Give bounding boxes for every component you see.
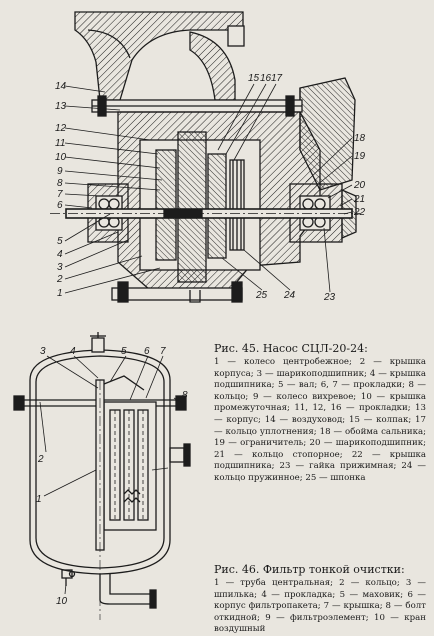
figure-46-legend: 1 — труба центральная; 2 — кольцо; 3 — ш… — [214, 578, 426, 635]
callout-14: 14 — [55, 81, 67, 92]
callout-18: 18 — [354, 133, 366, 144]
callout-6: 6 — [57, 200, 63, 211]
filter-callout-3: 3 — [40, 346, 46, 357]
filter-callout-10: 10 — [56, 596, 68, 607]
callout-11: 11 — [55, 138, 65, 149]
callout-21: 21 — [353, 194, 365, 205]
callout-19: 19 — [354, 151, 366, 162]
callout-12: 12 — [55, 123, 67, 134]
callout-20: 20 — [353, 180, 366, 191]
filter-callout-6: 6 — [144, 346, 150, 357]
callout-24: 24 — [283, 290, 296, 301]
callout-16: 16 — [260, 73, 272, 84]
figure-45-title: Рис. 45. Насос СЦЛ-20-24: — [214, 342, 368, 355]
filter-callout-1: 1 — [36, 494, 42, 505]
callout-23: 23 — [323, 292, 336, 303]
figure-46-title: Рис. 46. Фильтр тонкой очистки: — [214, 563, 405, 576]
callout-22: 22 — [353, 207, 366, 218]
filter-callout-8: 8 — [182, 390, 188, 401]
callout-7: 7 — [57, 189, 63, 200]
callout-17: 17 — [271, 73, 283, 84]
figure-46-caption: Рис. 46. Фильтр тонкой очистки: 1 — труб… — [214, 563, 426, 636]
callout-13: 13 — [55, 101, 67, 112]
filter-callout-4: 4 — [70, 346, 76, 357]
filter-callout-5: 5 — [121, 346, 127, 357]
figure-45-legend: 1 — колесо центробежное; 2 — крышка корп… — [214, 357, 426, 483]
filter-drawing: 3 4 5 6 7 2 8 9 1 10 — [13, 332, 191, 620]
filter-callout-7: 7 — [160, 346, 166, 357]
pump-drawing: 14 13 15 16 17 12 11 10 9 8 7 6 5 4 3 2 … — [50, 11, 366, 303]
callout-1: 1 — [57, 288, 63, 299]
filter-callout-9: 9 — [184, 454, 190, 465]
callout-4: 4 — [57, 249, 63, 260]
callout-2: 2 — [56, 274, 63, 285]
callout-10: 10 — [55, 152, 67, 163]
callout-15: 15 — [248, 73, 260, 84]
figure-45-caption: Рис. 45. Насос СЦЛ-20-24: 1 — колесо цен… — [214, 342, 426, 485]
callout-8: 8 — [57, 178, 63, 189]
callout-5: 5 — [57, 236, 63, 247]
callout-9: 9 — [57, 166, 63, 177]
callout-3: 3 — [57, 262, 63, 273]
filter-callout-2: 2 — [37, 454, 44, 465]
callout-25: 25 — [255, 290, 268, 301]
